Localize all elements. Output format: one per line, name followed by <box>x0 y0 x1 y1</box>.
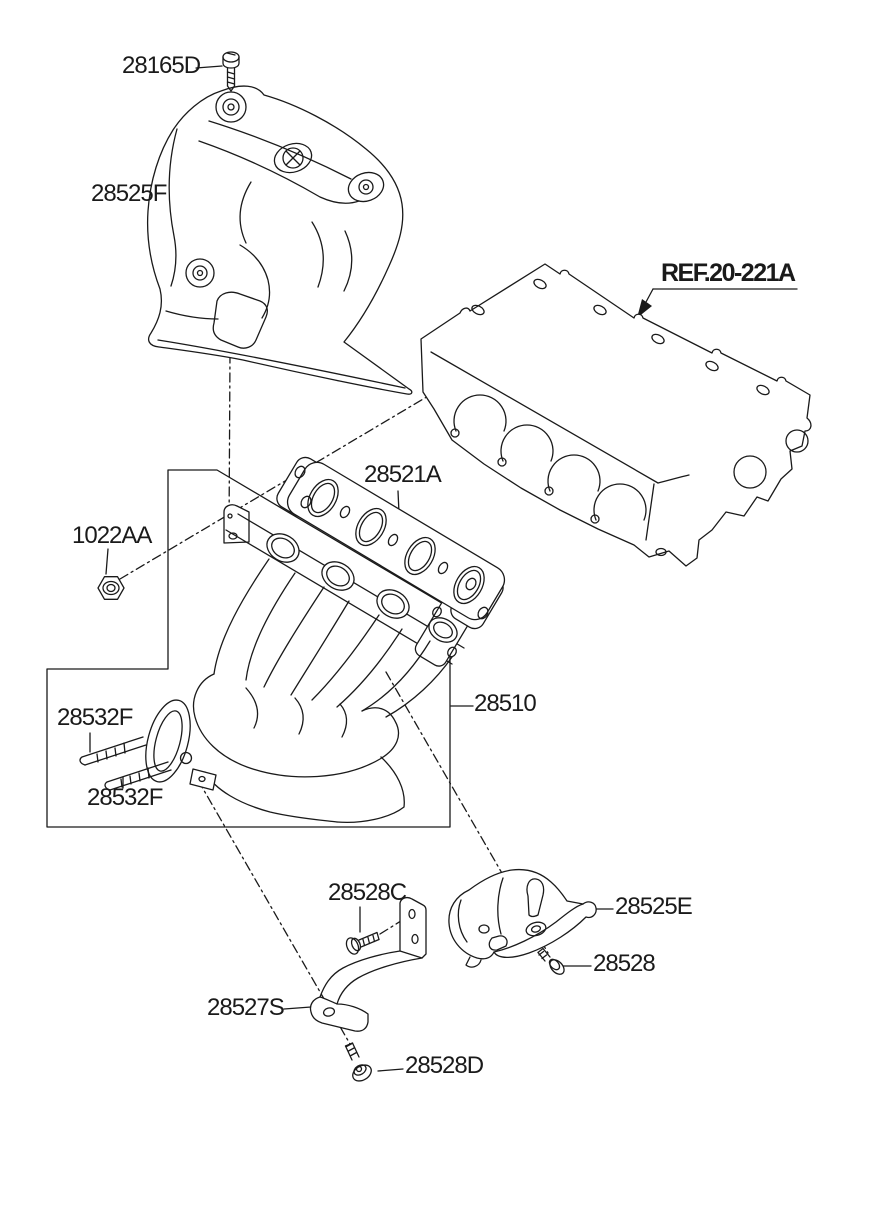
manifold-enclosure-box <box>46 469 451 828</box>
manifold-gasket-drawing <box>276 456 506 630</box>
cylinder-head-drawing <box>420 263 812 567</box>
part-label-28528c: 28528C <box>328 879 407 906</box>
part-label-28521a: 28521A <box>364 461 442 488</box>
part-label-28528d: 28528D <box>405 1052 484 1079</box>
part-label-28527s: 28527S <box>207 994 285 1021</box>
lower-heat-shield-drawing <box>448 868 597 968</box>
part-label-28165d: 28165D <box>122 52 201 79</box>
upper-heat-shield-drawing <box>146 85 413 395</box>
part-label-28532f-lower: 28532F <box>87 784 163 811</box>
screw-28165d-drawing <box>222 51 240 92</box>
bolt-28528c-drawing <box>345 931 380 955</box>
part-label-28532f-upper: 28532F <box>57 704 133 731</box>
ref-label-cylinder-head: REF.20-221A <box>661 259 796 287</box>
stay-bracket-drawing <box>309 896 427 1032</box>
part-label-28525f: 28525F <box>91 180 167 207</box>
part-label-28528: 28528 <box>593 950 656 977</box>
exhaust-manifold-drawing <box>79 504 474 824</box>
part-label-28510: 28510 <box>474 690 537 717</box>
ref-arrowhead <box>637 299 652 318</box>
part-label-28525e: 28525E <box>615 893 693 920</box>
nut-1022aa-drawing <box>97 576 125 600</box>
label-leader-lines <box>89 65 798 1072</box>
bolt-28528d-drawing <box>344 1042 372 1082</box>
bolt-28528-drawing <box>537 947 565 975</box>
manifold-studs <box>79 736 172 791</box>
part-label-1022aa: 1022AA <box>72 522 152 549</box>
